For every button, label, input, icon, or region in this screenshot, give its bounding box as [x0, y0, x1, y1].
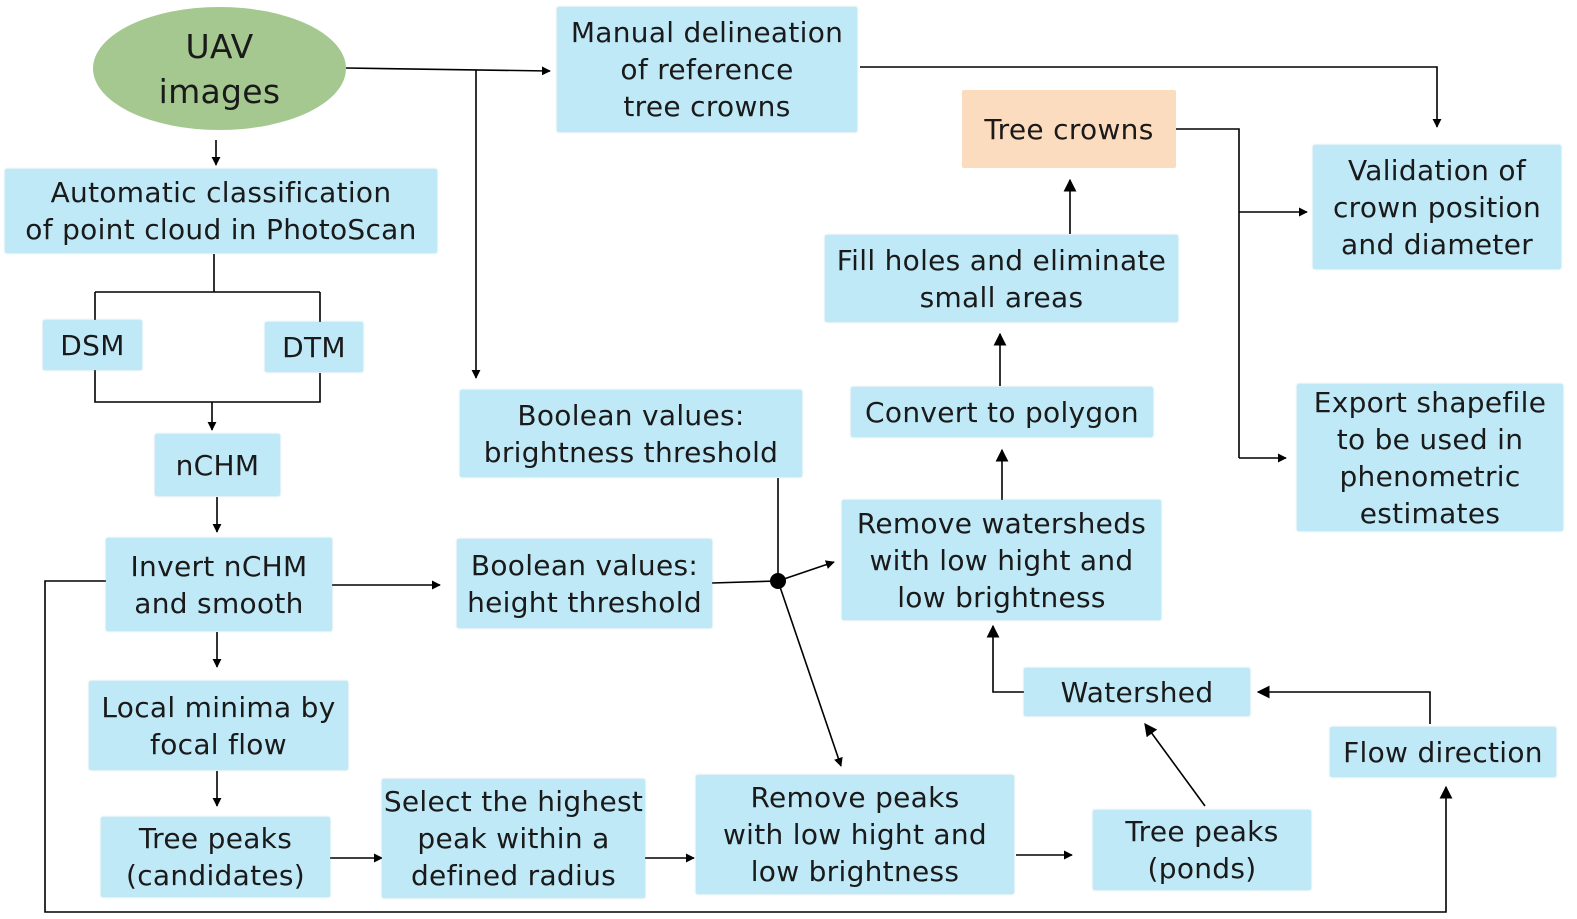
edge-flow-to-watershed [1256, 685, 1431, 724]
node-dsm: DSM [43, 320, 142, 370]
node-label: height threshold [467, 585, 702, 619]
node-flow-direction: Flow direction [1330, 727, 1556, 777]
edge-crowns-branch [1176, 128, 1240, 458]
node-uav-images: UAV images [93, 7, 346, 130]
node-fill-holes: Fill holes and eliminate small areas [825, 235, 1178, 322]
edge-junction-to-remove-peaks [777, 580, 843, 767]
node-label: DTM [282, 330, 346, 364]
edge-uav-to-manual [345, 66, 551, 76]
node-label: nCHM [175, 448, 260, 482]
node-label: low brightness [897, 580, 1106, 614]
node-label: focal flow [150, 727, 287, 761]
node-label: of reference [620, 53, 794, 86]
node-label: Flow direction [1343, 735, 1543, 769]
node-label: with low hight and [869, 543, 1134, 577]
node-label: Convert to polygon [865, 395, 1139, 429]
node-label: and smooth [134, 586, 304, 620]
node-convert-to-polygon: Convert to polygon [851, 387, 1153, 437]
node-label: Manual delineation [570, 16, 844, 49]
node-label: Local minima by [101, 690, 336, 724]
node-label: Boolean values: [470, 548, 699, 582]
node-label: Boolean values: [517, 398, 745, 432]
node-boolean-height: Boolean values: height threshold [457, 539, 712, 628]
node-boolean-brightness: Boolean values: brightness threshold [460, 390, 802, 477]
node-label: DSM [60, 328, 125, 362]
node-label: Export shapefile [1313, 385, 1547, 419]
node-tree-peaks-ponds: Tree peaks (ponds) [1093, 810, 1311, 890]
node-export-shapefile: Export shapefile to be used in phenometr… [1297, 384, 1563, 531]
node-label: Automatic classification [50, 176, 392, 209]
node-label: small areas [919, 280, 1084, 314]
node-label: with low hight and [722, 818, 988, 851]
node-label: Tree peaks [138, 822, 293, 855]
node-label: images [158, 71, 281, 111]
edge-height-to-junction [711, 580, 779, 584]
node-label: peak within a [417, 822, 610, 855]
node-label: UAV [185, 26, 254, 66]
node-label: Watershed [1060, 675, 1214, 709]
node-label: estimates [1359, 496, 1501, 530]
edge-junction-to-remove-watersheds [777, 560, 835, 582]
node-tree-peaks-candidates: Tree peaks (candidates) [101, 817, 330, 897]
node-remove-watersheds: Remove watersheds with low hight and low… [842, 500, 1161, 620]
edge-invert-to-flow-direction [44, 580, 1453, 913]
edge-merge-dsm-dtm [94, 370, 321, 403]
node-label: low brightness [750, 855, 960, 888]
node-label: Select the highest [383, 785, 644, 818]
node-label: Remove watersheds [856, 506, 1147, 540]
edge-watershed-to-remove-watersheds [986, 624, 1024, 693]
node-label: tree crowns [623, 90, 791, 123]
node-watershed: Watershed [1024, 668, 1250, 716]
node-label: to be used in [1336, 422, 1524, 456]
node-validation: Validation of crown position and diamete… [1313, 145, 1561, 269]
node-label: Validation of [1347, 153, 1527, 187]
node-manual-delineation: Manual delineation of reference tree cro… [557, 7, 857, 132]
edge-classification-split [94, 254, 321, 322]
node-label: crown position [1332, 190, 1542, 224]
node-select-highest-peak: Select the highest peak within a defined… [382, 779, 645, 898]
node-label: Remove peaks [750, 781, 960, 814]
edge-ponds-to-watershed [1144, 722, 1206, 807]
junction-dot [770, 573, 786, 589]
node-local-minima: Local minima by focal flow [89, 681, 348, 770]
node-label: (ponds) [1147, 852, 1257, 885]
node-label: and diameter [1340, 227, 1534, 261]
node-label: Fill holes and eliminate [836, 243, 1167, 277]
node-remove-peaks: Remove peaks with low hight and low brig… [696, 775, 1014, 894]
node-label: Invert nCHM [130, 549, 308, 583]
node-label: defined radius [410, 859, 617, 892]
node-label: (candidates) [125, 859, 306, 892]
node-automatic-classification: Automatic classification of point cloud … [5, 169, 437, 253]
node-nchm: nCHM [155, 434, 280, 496]
node-label: phenometric [1339, 459, 1521, 493]
node-dtm: DTM [265, 322, 363, 372]
node-invert-nchm: Invert nCHM and smooth [106, 538, 332, 631]
node-label: Tree peaks [1125, 815, 1279, 848]
node-label: Tree crowns [984, 112, 1154, 146]
node-label: brightness threshold [483, 435, 779, 469]
edge-manual-to-validation [860, 66, 1442, 128]
node-tree-crowns: Tree crowns [962, 90, 1176, 168]
node-label: of point cloud in PhotoScan [25, 213, 417, 246]
